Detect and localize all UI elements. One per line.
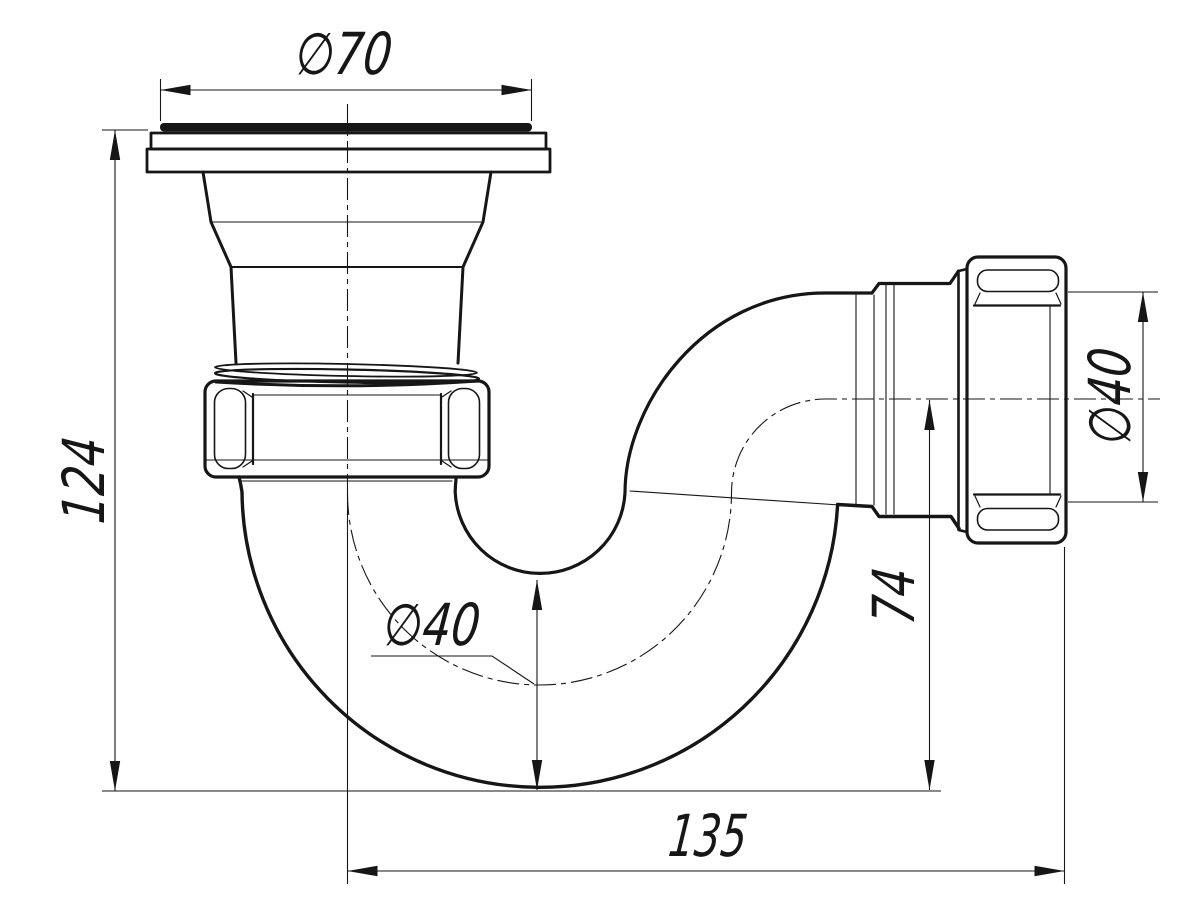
part-outline	[145, 123, 1068, 789]
dimension-arrowheads	[109, 84, 1149, 877]
flange-lower-tier	[145, 147, 552, 174]
inlet-nut-facet-slants	[242, 390, 452, 468]
arrow-outlet-dia-bottom	[1137, 472, 1149, 502]
drain-body-left-edge	[201, 170, 238, 365]
label-outlet-length: 135	[666, 802, 751, 870]
outlet-nut-facet-slants	[974, 292, 1062, 508]
label-outlet-diameter: ∅40	[1076, 344, 1144, 447]
arrow-flange-right	[501, 84, 532, 96]
centerlines	[346, 104, 1160, 686]
flange-gasket	[160, 123, 532, 132]
inlet-nut-left-facet	[213, 387, 247, 470]
drain-body-right-edge	[456, 170, 493, 365]
trap-eye-outline	[453, 269, 961, 576]
inlet-nut-right-facet	[447, 387, 481, 470]
dimension-lines	[102, 79, 1158, 884]
label-tube-diameter: ∅40	[381, 591, 484, 659]
arrow-outlet-height-bottom	[924, 760, 935, 790]
trap-path-centerline	[346, 398, 1160, 686]
arrow-tube-bottom	[531, 760, 543, 790]
arrow-height-top	[109, 130, 121, 160]
arrow-outlet-height-top	[924, 400, 935, 430]
arrow-height-bottom	[109, 761, 121, 791]
arrow-length-right	[1034, 865, 1065, 877]
arrow-flange-left	[160, 84, 191, 96]
outlet-nut-top-facet	[976, 269, 1060, 293]
tube-dia-leader	[371, 655, 535, 685]
trap-outer-outline	[237, 475, 961, 789]
label-outlet-center-height: 74	[860, 564, 928, 627]
outlet-flare-edge	[957, 267, 969, 534]
outlet-nut-bottom-facet	[976, 507, 1060, 531]
thread-ring-1	[214, 362, 478, 378]
flange-upper-tier	[149, 131, 548, 151]
thread-base-edge	[214, 379, 480, 388]
dimension-labels: ∅70 124 ∅40 74 ∅40 135	[50, 20, 1144, 870]
arrow-tube-top	[531, 580, 543, 610]
outlet-union-nut	[965, 255, 1068, 545]
outlet-nut-body	[965, 255, 1068, 545]
body-seam-line	[629, 490, 848, 507]
arrow-outlet-dia-top	[1137, 292, 1149, 322]
label-overall-height: 124	[50, 433, 118, 526]
label-flange-diameter: ∅70	[293, 20, 396, 88]
arrow-length-left	[347, 865, 378, 877]
